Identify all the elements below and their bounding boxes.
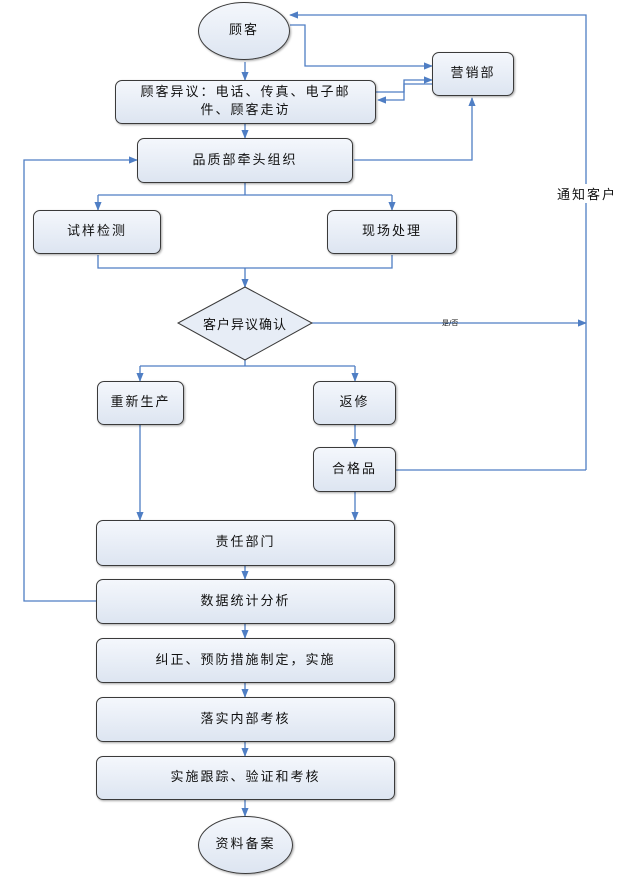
edge-quality-marketing [354,97,476,161]
edge-stats-quality [23,156,138,602]
edge-customer-marketing [290,24,433,70]
node-onsite: 现场处理 [327,210,457,254]
edge-label-notify: 通知客户 [555,184,620,203]
node-stats: 数据统计分析 [96,579,395,624]
edge-label-yes-no: 是/否 [442,319,459,327]
node-audit: 落实内部考核 [96,697,395,742]
node-archive: 资料备案 [198,816,293,874]
node-qualified: 合格品 [313,447,396,492]
node-sample-test: 试样检测 [33,210,161,254]
node-customer: 顾客 [198,2,290,60]
node-quality: 品质部牵头组织 [137,138,353,183]
edge-merge-bar [97,255,393,269]
node-marketing: 营销部 [432,52,514,96]
node-repair: 返修 [313,381,396,425]
node-corrective: 纠正、预防措施制定，实施 [96,638,395,683]
node-responsible: 责任部门 [96,520,395,566]
node-objection: 顾客异议：电话、传真、电子邮件、顾客走访 [115,80,376,124]
node-reproduce: 重新生产 [97,381,184,425]
node-tracking: 实施跟踪、验证和考核 [96,756,395,800]
node-confirm-label: 客户异议确认 [202,318,287,333]
decision-diamond-shape [176,286,314,361]
edge-marketing-objection [377,83,432,104]
edge-notify-customer [289,11,587,470]
